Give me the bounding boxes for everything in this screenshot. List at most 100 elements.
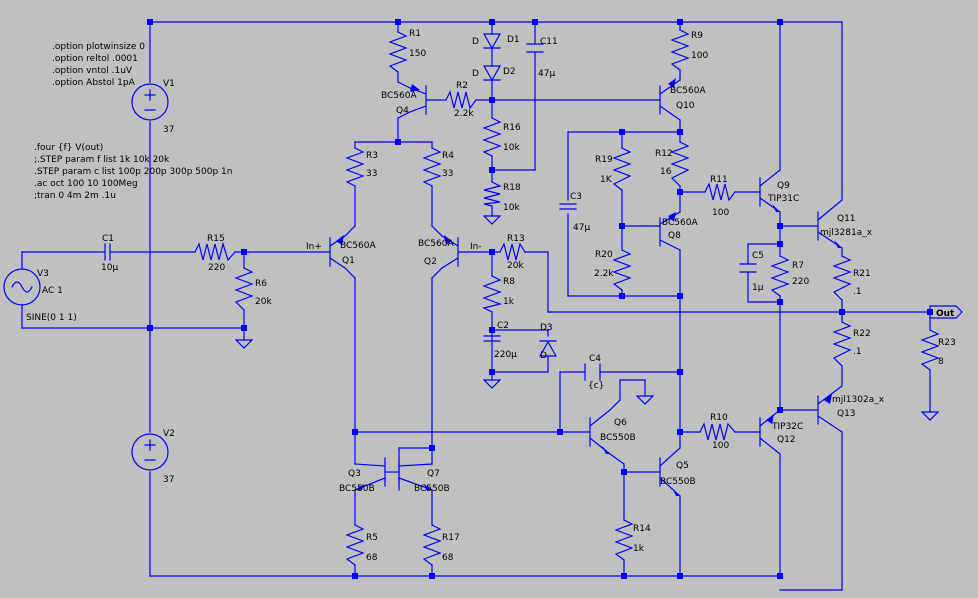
resistor-r14[interactable]: R14 1k: [614, 519, 651, 561]
resistor-r13[interactable]: R13 20k: [499, 234, 526, 271]
transistor-q13[interactable]: mjl1302a_x Q13: [817, 385, 885, 433]
directive-line: .option plotwinsize 0: [52, 42, 145, 52]
out-port[interactable]: Out: [929, 305, 963, 319]
resistor-r5[interactable]: R5 68: [345, 524, 378, 566]
r6-ref: R6: [255, 279, 267, 289]
r12-ref: R12: [655, 149, 673, 159]
v2-ref: V2: [163, 429, 175, 439]
voltage-source-v1[interactable]: V1 37: [131, 79, 175, 135]
wires: [21, 21, 931, 591]
r2-ref: R2: [456, 81, 468, 91]
transistor-q11[interactable]: Q11 mjl3281a_x: [817, 199, 873, 249]
r15-ref: R15: [207, 234, 225, 244]
capacitor-c1[interactable]: C1 10µ: [94, 234, 121, 273]
directive-line: .ac oct 100 10 100Meg: [34, 179, 138, 189]
q1-ref: Q1: [342, 256, 355, 266]
capacitor-c2[interactable]: C2 220µ: [483, 321, 517, 360]
q10-model: BC560A: [670, 86, 706, 96]
q4-model: BC560A: [381, 91, 417, 101]
resistor-r22[interactable]: R22 .1: [832, 321, 871, 367]
resistor-r21[interactable]: R21 .1: [832, 255, 871, 301]
c11-ref: C11: [540, 37, 558, 47]
transistor-q1[interactable]: BC560A Q1: [329, 235, 376, 269]
resistor-r8[interactable]: R8 1k: [482, 275, 515, 313]
c3-value: 47µ: [573, 223, 590, 233]
directive-line: ;tran 0 4m 2m .1u: [34, 191, 116, 201]
c1-value: 10µ: [101, 263, 118, 273]
r12-value: 16: [660, 167, 672, 177]
q6-ref: Q6: [614, 418, 627, 428]
diode-d2[interactable]: D2 D: [472, 65, 516, 82]
resistor-r19[interactable]: R19 1K: [595, 147, 632, 191]
v3-value: AC 1: [42, 286, 63, 296]
resistor-r11[interactable]: R11 100: [704, 175, 736, 218]
diode-d3[interactable]: D3 D: [538, 323, 558, 361]
directive-line: .STEP param c list 100p 200p 300p 500p 1…: [34, 167, 232, 177]
c2-ref: C2: [497, 321, 509, 331]
transistor-q5[interactable]: Q5 BC550B: [659, 447, 696, 497]
junctions: [147, 19, 933, 579]
q8-ref: Q8: [668, 231, 681, 241]
ground-icon: [636, 395, 655, 405]
r3-value: 33: [366, 169, 377, 179]
directive-line: .option reltol .0001: [52, 54, 138, 64]
resistor-r17[interactable]: R17 68: [422, 524, 460, 566]
transistor-q10[interactable]: BC560A Q10: [659, 78, 706, 121]
transistor-q3[interactable]: Q3 BC550B: [339, 457, 386, 494]
q7-model: BC550B: [414, 484, 450, 494]
capacitor-c3[interactable]: C3 47µ: [559, 192, 590, 233]
resistor-r6[interactable]: R6 20k: [234, 267, 272, 311]
r20-value: 2.2k: [594, 269, 614, 279]
c4-value: {c}: [588, 381, 604, 391]
q13-model: mjl1302a_x: [832, 395, 885, 405]
resistor-r3[interactable]: R3 33: [345, 147, 378, 187]
c2-value: 220µ: [494, 350, 517, 360]
capacitor-c4[interactable]: C4 {c}: [584, 354, 604, 391]
capacitor-c11[interactable]: C11 47µ: [526, 37, 558, 79]
resistor-r15[interactable]: R15 220: [194, 234, 236, 273]
directive-line: .option vntol .1uV: [52, 66, 133, 76]
transistor-q9[interactable]: Q9 TIP31C: [759, 169, 799, 213]
transistor-q6[interactable]: Q6 BC550B: [589, 409, 636, 455]
c1-ref: C1: [102, 234, 114, 244]
capacitor-c5[interactable]: C5 1µ: [739, 251, 764, 293]
q10-ref: Q10: [676, 101, 695, 111]
spice-options[interactable]: .option plotwinsize 0 .option reltol .00…: [52, 42, 145, 88]
resistor-r7[interactable]: R7 220: [770, 255, 809, 297]
r15-value: 220: [208, 263, 225, 273]
diode-d1[interactable]: D1 D: [472, 33, 520, 50]
voltage-source-v2[interactable]: V2 37: [131, 429, 175, 485]
d2-ref: D2: [503, 67, 516, 77]
r10-ref: R10: [710, 413, 728, 423]
net-label-in-plus: In+: [306, 242, 322, 252]
resistor-r4[interactable]: R4 33: [422, 147, 454, 187]
resistor-r9[interactable]: R9 100: [670, 29, 708, 71]
r7-value: 220: [792, 277, 809, 287]
resistor-r16[interactable]: R16 10k: [482, 117, 521, 157]
voltage-source-v3[interactable]: V3 AC 1 SINE(0 1 1): [3, 268, 77, 323]
resistor-r2[interactable]: R2 2.2k: [445, 81, 477, 119]
resistor-r10[interactable]: R10 100: [699, 413, 736, 451]
resistor-r12[interactable]: R12 16: [655, 141, 690, 187]
transistor-q2[interactable]: BC560A Q2: [418, 235, 459, 269]
transistor-q8[interactable]: BC560A Q8: [644, 211, 698, 251]
q11-ref: Q11: [837, 214, 856, 224]
r14-value: 1k: [633, 544, 645, 554]
transistor-q4[interactable]: BC560A Q4: [381, 84, 427, 116]
transistor-q7[interactable]: Q7 BC550B: [398, 457, 450, 494]
r16-value: 10k: [503, 143, 520, 153]
resistor-r18[interactable]: R18 10k: [483, 181, 521, 213]
resistor-r1[interactable]: R1 150: [388, 29, 426, 73]
r9-value: 100: [691, 51, 708, 61]
spice-analysis[interactable]: .four {f} V(out) ;.STEP param f list 1k …: [34, 143, 232, 201]
q1-model: BC560A: [340, 241, 376, 251]
d1-value: D: [472, 37, 479, 47]
resistor-r23[interactable]: R23 8: [920, 329, 956, 371]
r10-value: 100: [712, 441, 729, 451]
resistor-r20[interactable]: R20 2.2k: [594, 249, 632, 291]
transistor-q12[interactable]: TIP32C Q12: [759, 409, 803, 455]
v3-extra: SINE(0 1 1): [26, 313, 77, 323]
r19-ref: R19: [595, 155, 613, 165]
q2-ref: Q2: [424, 257, 437, 267]
